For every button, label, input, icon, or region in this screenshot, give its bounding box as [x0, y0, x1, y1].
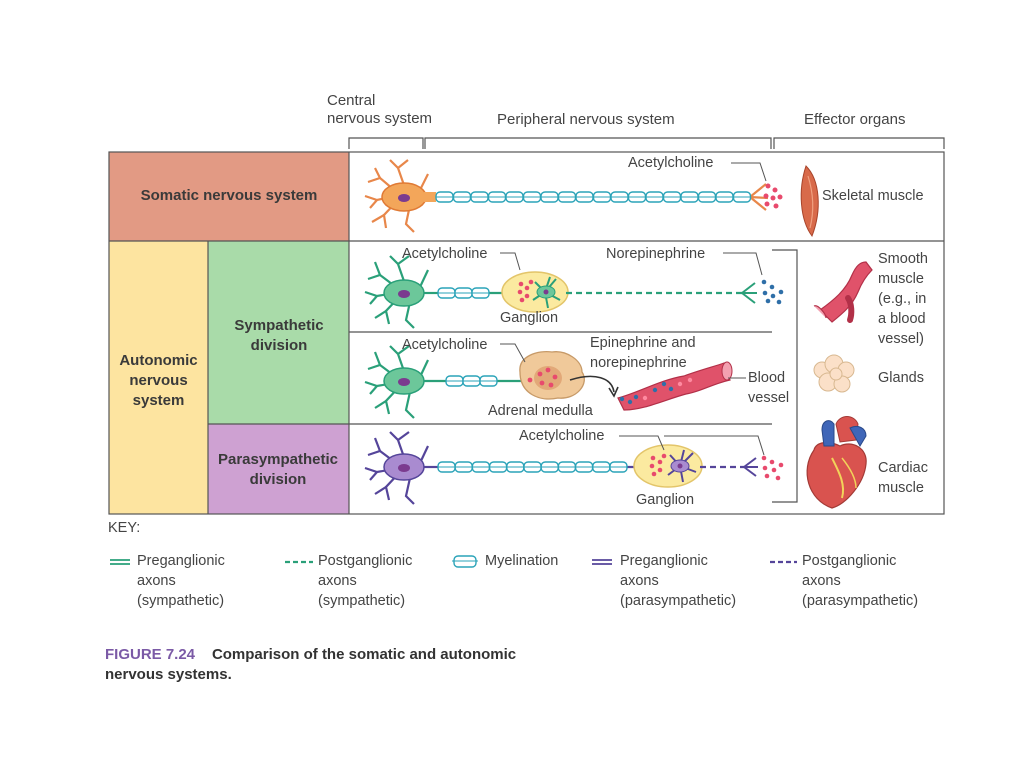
- ach-sympathetic-label: Acetylcholine: [402, 246, 488, 262]
- myelin-segment: [506, 461, 525, 473]
- cardiac-muscle-graphic: [806, 416, 867, 509]
- parasympathetic-ganglion: [633, 444, 703, 488]
- figure-number: FIGURE 7.24: [105, 646, 196, 663]
- myelin-segment: [445, 375, 464, 387]
- myelin-segment: [697, 191, 717, 203]
- skeletal-muscle-graphic: [800, 165, 819, 238]
- pns-header: Peripheral nervous system: [497, 111, 675, 128]
- figure-title: Comparison of the somatic and autonomic: [211, 646, 517, 663]
- myelin-segment: [471, 461, 491, 473]
- myelin-segment: [645, 191, 664, 203]
- myelin-segment: [487, 191, 507, 203]
- myelin-segment: [627, 191, 647, 203]
- myelin-segment: [437, 287, 456, 299]
- myelin-segment: [523, 461, 542, 473]
- myelin-segment: [732, 191, 752, 203]
- ach-somatic-label: Acetylcholine: [628, 155, 714, 171]
- key-myelination-symbol: [452, 555, 478, 568]
- sympathetic-label: Sympathetic division: [234, 317, 324, 354]
- myelin-segment: [592, 191, 612, 203]
- somatic-ach-dots: [763, 183, 783, 209]
- key-postganglionic-sympathetic: Postganglionic axons (sympathetic): [318, 553, 413, 609]
- table-lines: [108, 151, 945, 515]
- skeletal-muscle-label: Skeletal muscle: [822, 188, 924, 204]
- myelin-segment: [470, 191, 489, 203]
- myelin-segment: [557, 191, 577, 203]
- key-symbols: [110, 555, 797, 568]
- sympathetic-myelin-2: [445, 375, 498, 387]
- myelin-segment: [462, 375, 481, 387]
- cardiac-muscle-label: Cardiac muscle: [878, 460, 928, 496]
- autonomic-effector-bracket: [772, 249, 798, 503]
- figure-caption: FIGURE 7.24 Comparison of the somatic an…: [105, 645, 516, 685]
- blood-vessel-graphic: [617, 361, 733, 411]
- myelin-segment: [454, 287, 473, 299]
- somatic-cell: [109, 152, 349, 241]
- myelin-segment: [540, 461, 559, 473]
- parasympathetic-label: Parasympathetic division: [217, 451, 339, 488]
- myelin-segment: [522, 191, 542, 203]
- parasympathetic-cell: [208, 424, 349, 514]
- key-preganglionic-sympathetic: Preganglionic axons (sympathetic): [137, 553, 225, 609]
- myelin-segment: [557, 461, 577, 473]
- autonomic-cell: [109, 241, 208, 514]
- key-postganglionic-parasympathetic: Postganglionic axons (parasympathetic): [802, 553, 919, 609]
- myelin-segment: [540, 191, 559, 203]
- myelin-segment: [505, 191, 524, 203]
- myelin-segment: [488, 461, 508, 473]
- ganglion-sympathetic-label: Ganglion: [500, 310, 559, 326]
- somatic-label: Somatic nervous system: [140, 187, 318, 204]
- myelin-segment: [454, 461, 473, 473]
- myelin-segment: [575, 191, 594, 203]
- myelin-segment: [574, 461, 594, 473]
- myelin-segment: [471, 287, 490, 299]
- myelin-segment: [715, 191, 734, 203]
- sympathetic-neuron-2: [364, 345, 530, 419]
- myelin-segment: [452, 191, 472, 203]
- parasympathetic-myelin: [437, 461, 628, 473]
- para-ach-dots: [761, 455, 784, 481]
- adrenal-medulla-label: Adrenal medulla: [488, 403, 593, 419]
- norepinephrine-dots: [761, 279, 784, 305]
- somatic-myelin: [435, 191, 752, 203]
- epinephrine-norepinephrine-label: Epinephrine and norepinephrine: [590, 335, 696, 371]
- myelin-segment: [680, 191, 699, 203]
- key-preganglionic-parasympathetic: Preganglionic axons (parasympathetic): [620, 553, 737, 609]
- sympathetic-neuron-1: [364, 255, 528, 329]
- key-myelination: Myelination: [485, 553, 559, 569]
- myelin-segment: [662, 191, 682, 203]
- myelin-segment: [592, 461, 611, 473]
- sympathetic-myelin-1: [437, 287, 490, 299]
- somatic-neuron: [364, 159, 769, 233]
- key-preganglionic-symp-symbol: [110, 559, 130, 565]
- glands-label: Glands: [878, 370, 924, 386]
- norepinephrine-label: Norepinephrine: [606, 246, 706, 262]
- ach-adrenal-label: Acetylcholine: [402, 337, 488, 353]
- myelin-segment: [609, 461, 628, 473]
- myelin-segment: [479, 375, 498, 387]
- adrenal-medulla-graphic: [519, 350, 585, 400]
- sympathetic-cell: [208, 241, 349, 424]
- blood-vessel-label: Blood vessel: [748, 370, 790, 406]
- header-brackets: [348, 137, 945, 149]
- sympathetic-ganglion-1: [501, 271, 569, 313]
- smooth-muscle-label: Smooth muscle (e.g., in a blood vessel): [878, 251, 928, 347]
- glands-graphic: [813, 354, 855, 393]
- figure-title-line-2: nervous systems.: [105, 666, 232, 683]
- effector-header: Effector organs: [804, 111, 906, 128]
- key-preganglionic-para-symbol: [592, 559, 612, 565]
- myelin-segment: [610, 191, 629, 203]
- ach-parasympathetic-label: Acetylcholine: [519, 428, 605, 444]
- cns-header: Central nervous system: [327, 92, 433, 127]
- ganglion-parasympathetic-label: Ganglion: [636, 492, 695, 508]
- autonomic-label: Autonomic nervous system: [119, 352, 198, 409]
- myelin-segment: [437, 461, 456, 473]
- smooth-muscle-graphic: [813, 261, 873, 323]
- key-title: KEY:: [108, 520, 141, 536]
- parasympathetic-neuron: [364, 431, 660, 505]
- myelin-segment: [435, 191, 454, 203]
